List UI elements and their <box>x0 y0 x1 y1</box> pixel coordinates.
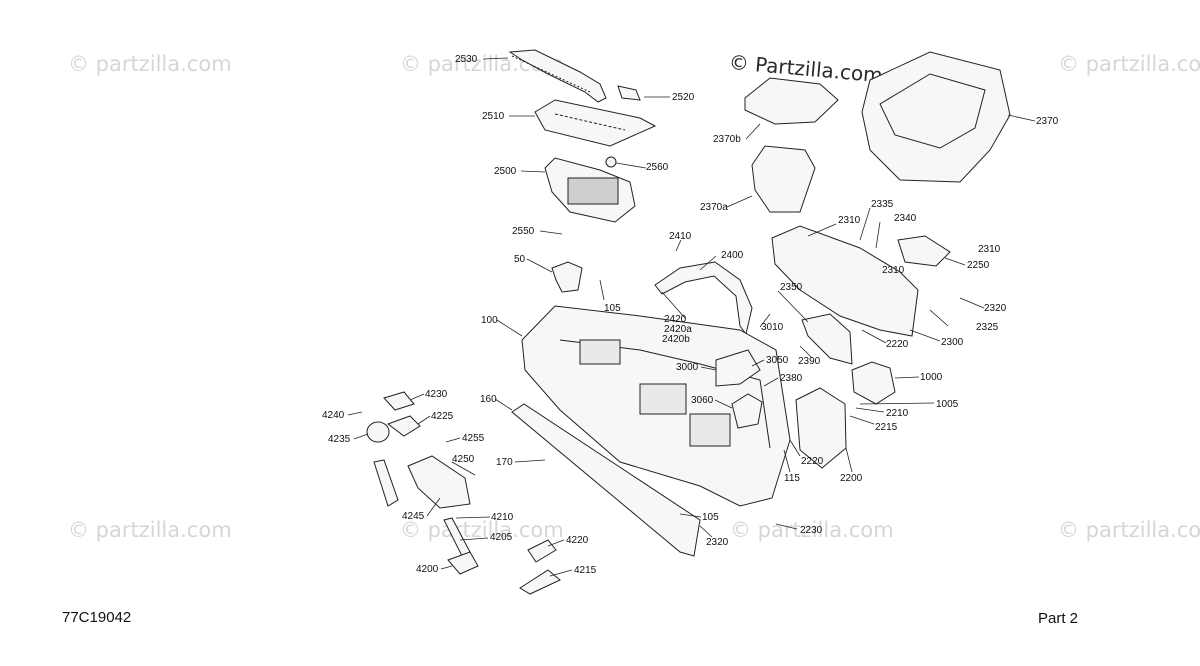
callout-label: 4235 <box>328 434 351 445</box>
callout-labels: 2530 2520 2510 2560 2500 2550 2410 2400 … <box>322 54 1059 576</box>
callout-label: 2370a <box>700 202 728 213</box>
watermark: © partzilla.com <box>1058 52 1200 76</box>
page-label: Part 2 <box>1038 610 1079 627</box>
callout-label: 2380 <box>780 373 803 384</box>
callout-label: 1000 <box>920 372 943 383</box>
callout-label: 105 <box>702 512 719 523</box>
callout-label: 4200 <box>416 564 439 575</box>
callout-label: 1005 <box>936 399 959 410</box>
callout-label: 2530 <box>455 54 478 65</box>
callout-label: 2310 <box>882 265 905 276</box>
callout-label: 2550 <box>512 226 535 237</box>
callout-label: 3000 <box>676 362 699 373</box>
callout-label: 100 <box>481 315 498 326</box>
watermark: © partzilla.com <box>400 518 564 542</box>
callout-label: 160 <box>480 394 497 405</box>
callout-label: 2420 <box>664 314 687 325</box>
part-illustrations <box>366 49 1011 595</box>
callout-label: 2215 <box>875 422 898 433</box>
callout-label: 2230 <box>800 525 823 536</box>
callout-label: 2210 <box>886 408 909 419</box>
callout-label: 2370 <box>1036 116 1059 127</box>
callout-label: 115 <box>784 473 800 484</box>
callout-label: 4215 <box>574 565 597 576</box>
callout-label: 2370b <box>713 134 741 145</box>
callout-label: 2320 <box>706 537 729 548</box>
callout-label: 2320 <box>984 303 1007 314</box>
callout-label: 4250 <box>452 454 475 465</box>
leader-lines <box>347 57 1036 577</box>
callout-label: 2310 <box>838 215 861 226</box>
callout-label: 4225 <box>431 411 454 422</box>
callout-label: 2200 <box>840 473 863 484</box>
callout-label: 4220 <box>566 535 589 546</box>
callout-label: 2220 <box>801 456 824 467</box>
callout-label: 2390 <box>798 356 821 367</box>
callout-label: 2300 <box>941 337 964 348</box>
callout-label: 3050 <box>766 355 789 366</box>
callout-label: 4240 <box>322 410 345 421</box>
callout-label: 2500 <box>494 166 517 177</box>
callout-label: 2420a <box>664 324 692 335</box>
callout-label: 2220 <box>886 339 909 350</box>
callout-label: 4205 <box>490 532 513 543</box>
callout-label: 2350 <box>780 282 803 293</box>
callout-label: 4210 <box>491 512 514 523</box>
callout-label: 2340 <box>894 213 917 224</box>
callout-label: 3060 <box>691 395 714 406</box>
callout-label: 170 <box>496 457 513 468</box>
watermark: © partzilla.com <box>730 518 894 542</box>
watermark: © partzilla.com <box>68 518 232 542</box>
callout-label: 2510 <box>482 111 505 122</box>
callout-label: 2325 <box>976 322 999 333</box>
callout-label: 2310 <box>978 244 1001 255</box>
callout-label: 4230 <box>425 389 448 400</box>
callout-label: 105 <box>604 303 621 314</box>
callout-label: 3010 <box>761 322 784 333</box>
watermark: © partzilla.com <box>1058 518 1200 542</box>
callout-label: 2420b <box>662 334 690 345</box>
callout-label: 2560 <box>646 162 669 173</box>
callout-label: 4255 <box>462 433 485 444</box>
callout-label: 2400 <box>721 250 744 261</box>
callout-label: 2250 <box>967 260 990 271</box>
callout-label: 50 <box>514 254 526 265</box>
callout-label: 4245 <box>402 511 425 522</box>
callout-label: 2520 <box>672 92 695 103</box>
callout-label: 2410 <box>669 231 692 242</box>
watermark: © partzilla.com <box>68 52 232 76</box>
callout-label: 2335 <box>871 199 894 210</box>
diagram-code: 77C19042 <box>62 609 132 626</box>
